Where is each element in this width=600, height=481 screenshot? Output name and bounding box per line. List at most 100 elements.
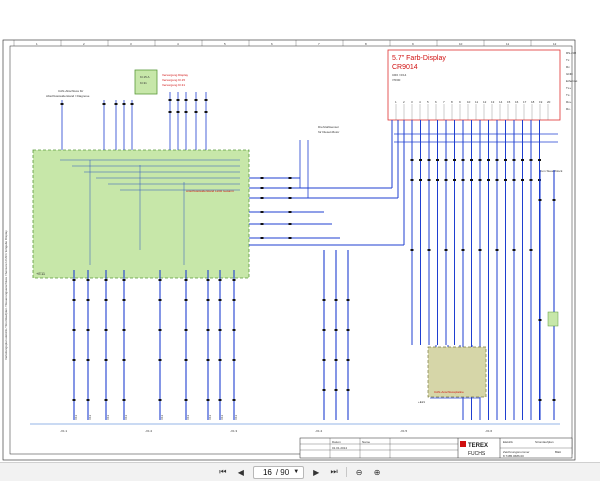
last-page-icon[interactable]: ⏭ — [330, 467, 338, 476]
olive-box — [427, 346, 487, 398]
connector — [260, 177, 264, 179]
zoom-in-icon[interactable]: ⊕ — [373, 467, 381, 477]
connector — [334, 329, 338, 331]
connector — [495, 179, 499, 181]
connector — [104, 299, 108, 301]
connector — [322, 389, 326, 391]
connector — [184, 99, 188, 101]
connector — [552, 399, 556, 401]
connector — [218, 329, 222, 331]
connector — [176, 99, 180, 101]
bottom-wire-label: X11 — [88, 415, 92, 420]
connector — [288, 237, 292, 239]
column-number: 10 — [459, 42, 463, 46]
terex-logo-icon — [460, 441, 466, 447]
bottom-wire-label: X11 — [74, 415, 78, 420]
zoom-out-icon[interactable]: ⊖ — [355, 467, 363, 477]
connector — [346, 299, 350, 301]
connector — [322, 359, 326, 361]
title-block: Datum Name 01.01.2014 TEREX FUCHS Elektr… — [299, 437, 573, 459]
relay-label-2: Kl.31 — [140, 81, 147, 85]
display-side-label: Tx+ — [566, 86, 571, 90]
connector — [260, 197, 264, 199]
display-sub-2: 7/0/00 — [392, 78, 401, 82]
connector — [444, 159, 448, 161]
column-number: 3 — [130, 42, 132, 46]
display-side-label: Ethernet — [566, 79, 578, 83]
prev-page-icon[interactable]: ◀ — [237, 467, 244, 477]
connector — [427, 249, 431, 251]
connector — [72, 399, 76, 401]
relay-red-2: Versorgung Kl.15 — [162, 78, 185, 82]
connector — [346, 359, 350, 361]
display-side-label: Rx — [566, 65, 570, 69]
display-pin-label: 17 — [523, 100, 527, 104]
connector — [158, 329, 162, 331]
connector — [206, 359, 210, 361]
connector — [478, 249, 482, 251]
connector — [260, 211, 264, 213]
connector — [436, 159, 439, 161]
display-pin-label: 12 — [483, 100, 487, 104]
connector — [60, 103, 64, 105]
connector — [419, 179, 422, 181]
page-selector: / 90 ▼ — [252, 465, 305, 479]
connector — [122, 329, 126, 331]
connector — [346, 329, 350, 331]
relay-box — [134, 69, 158, 95]
bottom-wire-label: X11 — [106, 415, 110, 420]
connector — [410, 249, 414, 251]
connector — [158, 299, 162, 301]
connector — [487, 179, 490, 181]
bottom-ref: -X1:3 — [230, 429, 238, 433]
connector — [334, 359, 338, 361]
connector — [184, 111, 188, 113]
connector — [538, 319, 542, 321]
connector — [288, 197, 292, 199]
display-pin-label: 13 — [491, 100, 495, 104]
top-left-note-2: Abschlusswiderstand / Diagnose — [46, 94, 90, 98]
bottom-ref: -X1:1 — [60, 429, 68, 433]
first-page-icon[interactable]: ⏮ — [219, 467, 227, 476]
display-pin-label: 15 — [507, 100, 511, 104]
connector — [453, 179, 456, 181]
connector — [86, 299, 90, 301]
connector — [232, 329, 236, 331]
connector — [176, 111, 180, 113]
connector — [86, 329, 90, 331]
connector — [204, 111, 208, 113]
connector — [218, 359, 222, 361]
connector — [436, 179, 439, 181]
tb-sub-brand: FUCHS — [468, 451, 486, 457]
column-number: 9 — [412, 42, 414, 46]
page-number-input[interactable] — [257, 467, 272, 477]
right-label: zum Steuerblock — [540, 169, 563, 173]
connector — [322, 329, 326, 331]
display-pin-label: 16 — [515, 100, 519, 104]
connector — [232, 299, 236, 301]
next-page-icon[interactable]: ▶ — [313, 467, 320, 477]
toolbar-divider — [346, 467, 348, 477]
connector — [72, 279, 76, 281]
connector — [521, 159, 524, 161]
connector — [461, 159, 465, 161]
connector — [512, 179, 516, 181]
connector — [122, 299, 126, 301]
pdf-viewer-toolbar: ⏮ ◀ / 90 ▼ ▶ ⏭ ⊖ ⊕ — [0, 462, 600, 481]
connector — [504, 159, 507, 161]
connector — [158, 279, 162, 281]
connector — [410, 179, 414, 181]
connector — [419, 159, 422, 161]
connector — [461, 179, 465, 181]
tb-field-2: Stromlaufplan — [535, 440, 554, 444]
connector — [410, 159, 414, 161]
chevron-down-icon[interactable]: ▼ — [293, 469, 300, 475]
connector — [260, 237, 264, 239]
connector — [529, 159, 533, 161]
display-pin-label: 18 — [531, 100, 535, 104]
bottom-wire-label: X11 — [124, 415, 128, 420]
connector — [288, 211, 292, 213]
display-pin-label: 8 — [451, 100, 453, 104]
